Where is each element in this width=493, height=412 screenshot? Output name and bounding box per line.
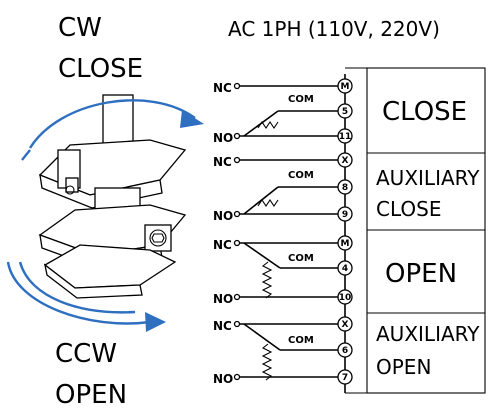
cw-label: CW [58, 13, 102, 43]
terminal-label: M [341, 82, 350, 92]
terminal-label: M [341, 239, 350, 249]
terminal-label: X [342, 156, 349, 166]
section-title-line1: AUXILIARY [376, 166, 480, 190]
nc-label: NC [213, 81, 232, 95]
cw-rotation-arrow [21, 99, 204, 161]
com-label: COM [288, 94, 314, 105]
section-title-line2: CLOSE [376, 197, 441, 221]
ccw-rotation-arrow [6, 261, 166, 332]
terminal-label: 4 [342, 264, 348, 274]
section-auxiliary-close: NC COM NO X 8 9 AUXILIARY CLOSE [213, 152, 480, 223]
com-label: COM [288, 170, 314, 181]
nc-label: NC [213, 319, 232, 333]
section-title-line1: AUXILIARY [376, 322, 480, 346]
section-title-line2: OPEN [376, 355, 431, 379]
open-direction-label: OPEN [55, 380, 127, 410]
supply-label: AC 1PH (110V, 220V) [228, 17, 440, 41]
terminal-label: X [342, 320, 349, 330]
terminal-label: 11 [339, 132, 352, 142]
terminal-label: 10 [339, 293, 352, 303]
close-direction-label: CLOSE [58, 54, 143, 84]
terminal-label: 8 [342, 183, 348, 193]
nc-label: NC [213, 155, 232, 169]
section-close: NC COM NO M 5 11 CLOSE [213, 78, 467, 145]
section-auxiliary-open: NC COM NO X 6 7 AUXILIARY OPEN [213, 316, 480, 386]
terminal-label: 6 [342, 346, 348, 356]
section-title: CLOSE [382, 97, 467, 127]
hex-screw-icon [149, 229, 167, 247]
terminal-label: 9 [342, 210, 348, 220]
section-open: NC COM NO M 4 10 OPEN [213, 235, 457, 306]
com-label: COM [288, 335, 314, 346]
com-label: COM [288, 253, 314, 264]
terminal-label: 7 [342, 373, 348, 383]
no-label: NO [213, 209, 233, 223]
no-label: NO [213, 292, 233, 306]
nc-label: NC [213, 238, 232, 252]
terminal-label: 5 [342, 107, 348, 117]
limit-switch-cam-illustration [38, 94, 187, 299]
section-title: OPEN [385, 259, 457, 289]
no-label: NO [213, 372, 233, 386]
no-label: NO [213, 131, 233, 145]
ccw-label: CCW [55, 339, 117, 369]
